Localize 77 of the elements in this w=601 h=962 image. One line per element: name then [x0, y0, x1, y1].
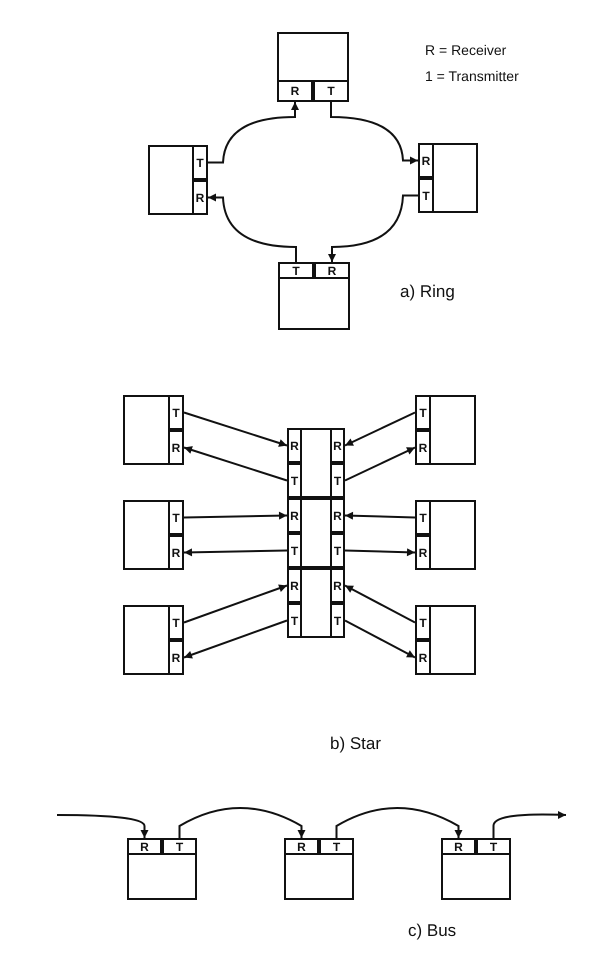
port-cell: T [287, 463, 302, 498]
arrow [344, 446, 416, 482]
port-cell: R [314, 262, 350, 279]
port-cell: R [287, 428, 302, 463]
port-cell: T [476, 838, 511, 855]
station-box [415, 500, 476, 570]
port-cell: R [415, 640, 431, 675]
port-cell: T [168, 500, 184, 535]
port-cell: R [127, 838, 162, 855]
figure-caption: a) Ring [400, 282, 455, 302]
arrow [184, 446, 288, 482]
port-cell: T [415, 605, 431, 640]
port-cell: T [415, 395, 431, 430]
port-cell: R [287, 568, 302, 603]
hub-block [287, 498, 345, 568]
port-cell: T [319, 838, 354, 855]
key-text: R = Receiver [425, 42, 506, 58]
station-box [127, 838, 197, 900]
key-text: 1 = Transmitter [425, 68, 519, 84]
arrow [184, 620, 288, 659]
port-cell: R [287, 498, 302, 533]
station-box [418, 143, 478, 213]
port-cell: T [330, 463, 345, 498]
arrow [184, 412, 288, 447]
station-box [415, 605, 476, 675]
hub-block [287, 568, 345, 638]
arrow [56, 814, 148, 838]
port-cell: T [278, 262, 314, 279]
port-cell: R [441, 838, 476, 855]
port-cell: R [284, 838, 319, 855]
port-cell: R [330, 568, 345, 603]
station-box [284, 838, 354, 900]
port-cell: R [415, 430, 431, 465]
port-cell: R [192, 180, 208, 215]
arrow [184, 548, 288, 556]
port-cell: T [168, 395, 184, 430]
arrow [328, 194, 418, 262]
port-cell: R [418, 143, 434, 178]
port-cell: R [168, 640, 184, 675]
station-box [148, 145, 208, 215]
port-cell: R [330, 498, 345, 533]
port-cell: R [330, 428, 345, 463]
port-cell: R [415, 535, 431, 570]
port-cell: T [287, 603, 302, 638]
port-cell: R [168, 535, 184, 570]
port-cell: R [277, 80, 313, 102]
arrow [344, 512, 416, 520]
arrow [344, 584, 416, 624]
station-box [123, 605, 184, 675]
station-box [123, 500, 184, 570]
port-cell: T [330, 533, 345, 568]
port-cell: T [313, 80, 349, 102]
figure-caption: b) Star [330, 734, 382, 754]
arrow [184, 584, 288, 624]
port-cell: T [162, 838, 197, 855]
hub-block [287, 428, 345, 498]
arrow [492, 810, 567, 838]
arrow [336, 807, 462, 838]
arrow [184, 512, 288, 520]
station-box [277, 32, 349, 102]
arrow [344, 548, 416, 556]
figure-caption: c) Bus [408, 921, 456, 941]
arrow [178, 807, 306, 838]
port-cell: T [192, 145, 208, 180]
port-cell: T [287, 533, 302, 568]
port-cell: T [168, 605, 184, 640]
station-box [123, 395, 184, 465]
station-box [415, 395, 476, 465]
port-cell: R [168, 430, 184, 465]
arrow [344, 412, 416, 446]
station-box [278, 262, 350, 330]
arrow [208, 102, 299, 164]
port-cell: T [415, 500, 431, 535]
port-cell: T [330, 603, 345, 638]
station-box [441, 838, 511, 900]
arrow [344, 620, 416, 658]
port-cell: T [418, 178, 434, 213]
